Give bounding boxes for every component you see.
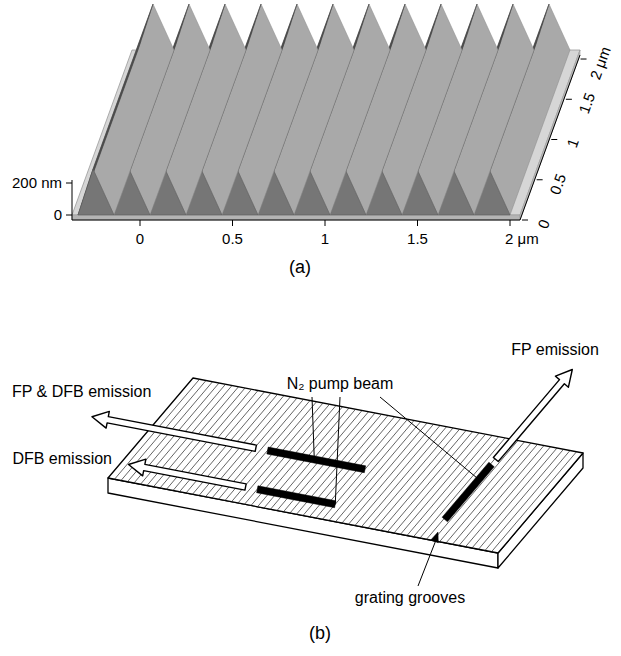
grating-groove — [433, 441, 518, 541]
axis-tick — [537, 179, 543, 180]
axis-label: 0 — [54, 207, 62, 224]
axis-label: 2 μm — [505, 231, 539, 248]
axis-tick — [581, 59, 587, 60]
leader-line — [312, 397, 314, 460]
axis-tick — [232, 220, 233, 226]
axis-tick — [510, 220, 511, 226]
axis-label: 1 — [321, 231, 329, 248]
axis-tick — [417, 220, 418, 226]
pump-stripe — [267, 447, 366, 473]
sample-sketch — [92, 370, 583, 587]
axis-tick — [522, 220, 528, 221]
grating-groove — [349, 424, 434, 524]
axis-label: 0.5 — [222, 231, 243, 248]
emission-arrow — [92, 411, 256, 451]
grating-groove — [492, 452, 577, 552]
pump-stripe — [257, 486, 336, 508]
axis-label: 2 μm — [588, 44, 615, 81]
grating-groove — [459, 446, 544, 546]
grating-groove — [407, 436, 492, 536]
grating-groove — [446, 443, 531, 543]
axis-label: 0.5 — [547, 171, 570, 196]
axis-label: 200 nm — [12, 175, 62, 192]
axis-label: 1.5 — [577, 91, 600, 116]
emission-arrow — [129, 459, 247, 490]
leader-line — [380, 397, 479, 480]
grating-groove — [394, 433, 479, 533]
x-axis — [72, 220, 520, 221]
grating-groove — [342, 423, 427, 523]
ridge-front — [78, 169, 114, 215]
grating-groove — [355, 426, 440, 526]
grating-groove — [466, 447, 551, 547]
emission-arrow — [493, 370, 572, 462]
axis-tick — [140, 220, 141, 226]
leader-line — [418, 540, 436, 586]
panel-label: (a) — [289, 258, 311, 278]
ridge-face — [78, 4, 153, 215]
axis-label: 0 — [136, 231, 144, 248]
grating-groove — [388, 432, 473, 532]
axis-label: 1.5 — [407, 231, 428, 248]
axis-tick — [325, 220, 326, 226]
grating-groove — [368, 428, 453, 528]
z-axis — [72, 180, 73, 220]
axis-tick — [66, 183, 72, 184]
surface-texture — [87, 22, 147, 187]
surface-texture — [90, 13, 150, 178]
grating-groove — [472, 448, 557, 548]
slab-top — [108, 378, 583, 553]
base-edge — [72, 215, 520, 220]
part-label: FP emission — [511, 341, 599, 359]
part-label: grating grooves — [355, 589, 465, 607]
axis-label: 0 — [535, 217, 553, 230]
grating-groove — [414, 437, 499, 537]
axis-tick — [566, 99, 572, 100]
part-label: DFB emission — [12, 450, 112, 468]
grating-groove — [381, 431, 466, 531]
grating-groove — [329, 421, 414, 521]
part-label: N₂ pump beam — [287, 375, 394, 393]
grating-groove — [485, 451, 570, 551]
arrowhead — [431, 532, 439, 543]
afm-image — [66, 4, 587, 226]
part-label: FP & DFB emission — [12, 383, 151, 401]
ridge-face — [93, 4, 174, 215]
grating-groove — [336, 422, 421, 522]
axis-tick — [66, 215, 72, 216]
panel-label: (b) — [309, 624, 331, 644]
grating-groove — [420, 438, 505, 538]
axis-label: 1 — [564, 137, 582, 150]
leader-line — [335, 397, 340, 504]
axis-tick — [551, 139, 557, 140]
